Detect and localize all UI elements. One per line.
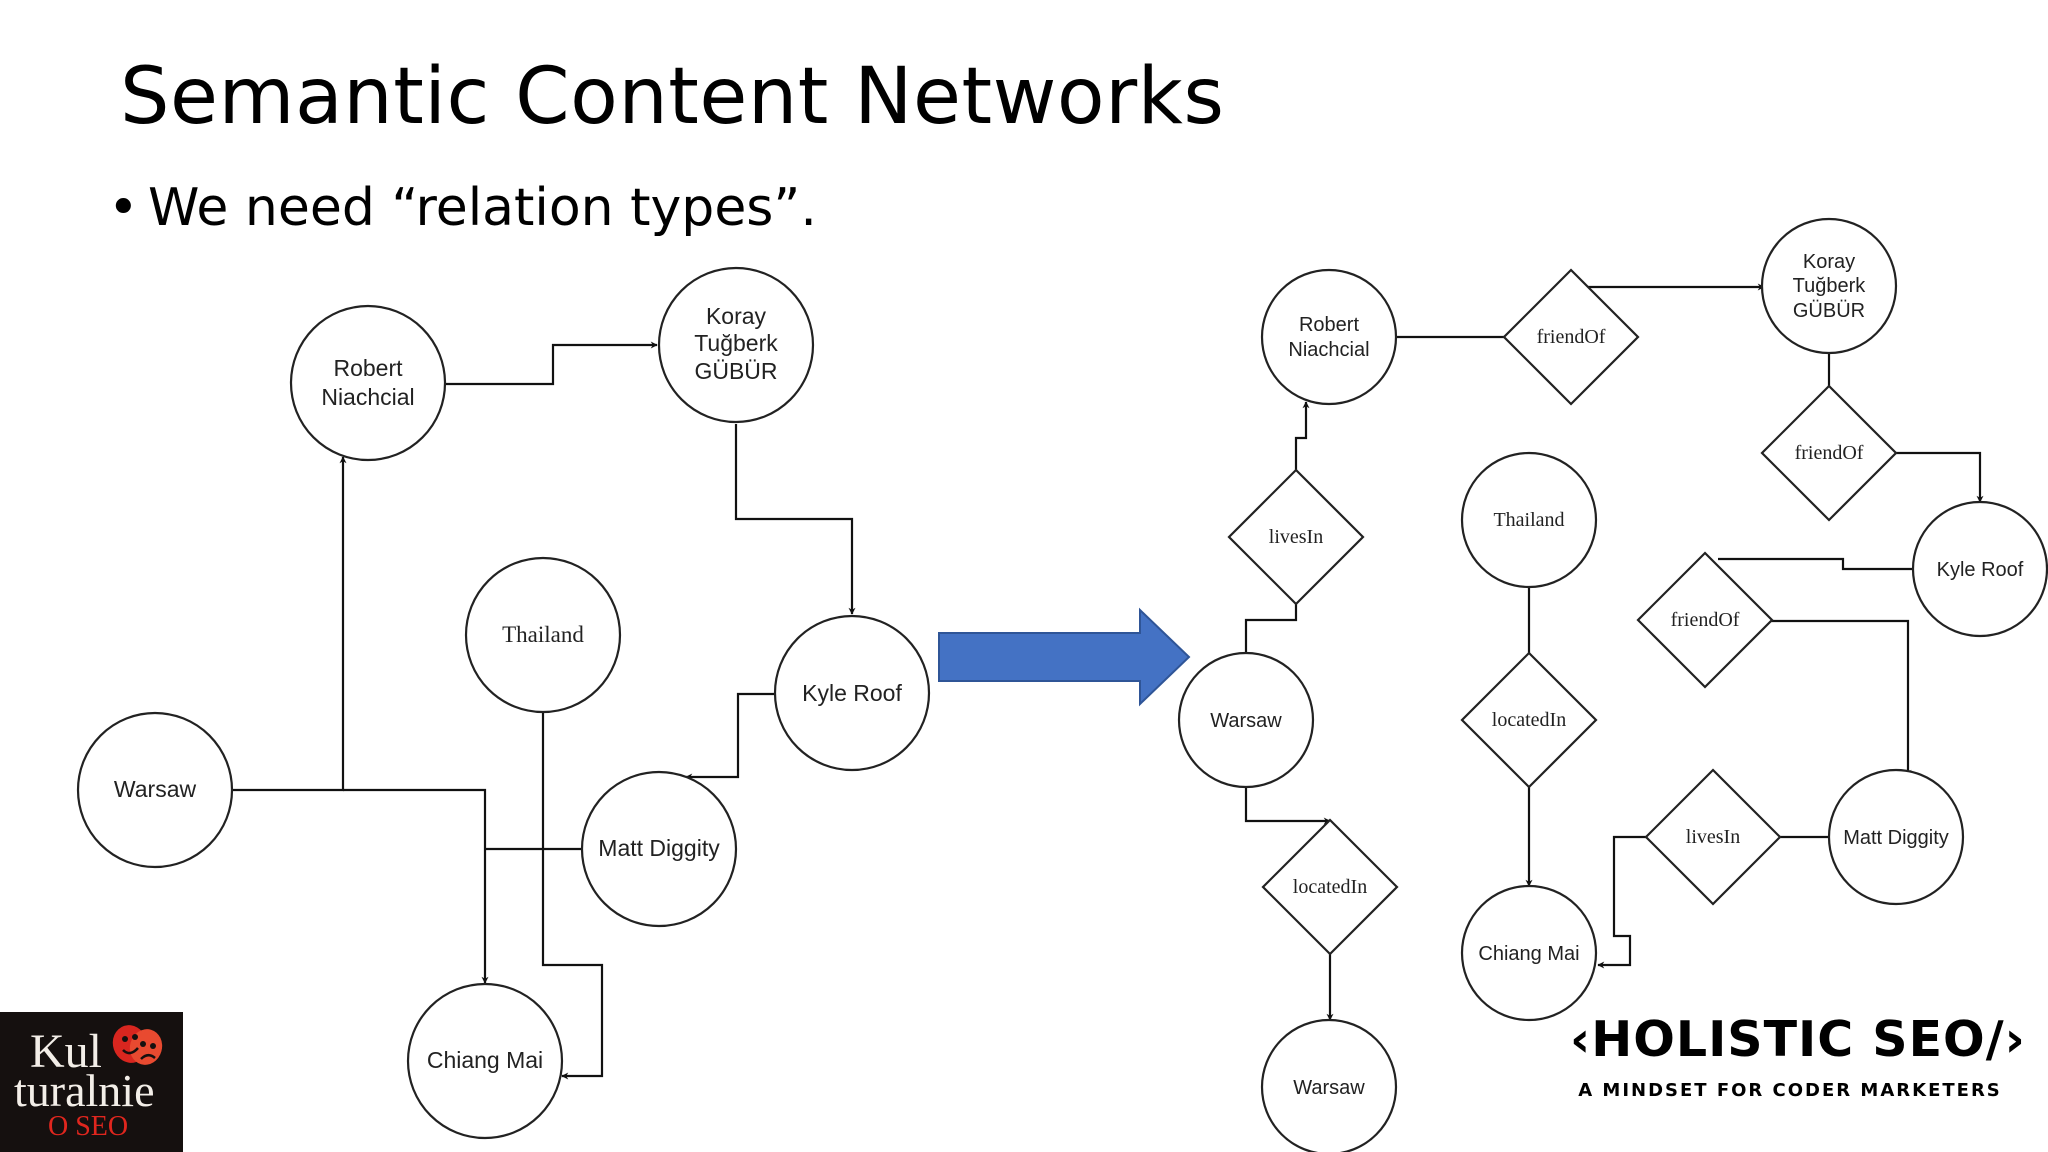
right-node-chiangmai: Chiang Mai <box>1460 884 1598 1022</box>
left-node-thailand-label: Thailand <box>502 622 584 647</box>
relation-livesin-1-label: livesIn <box>1269 526 1323 548</box>
edge-warsaw-located1 <box>1244 786 1331 825</box>
logo-left-line2: turalnie <box>14 1065 155 1116</box>
left-node-matt-label: Matt Diggity <box>598 835 720 861</box>
holistic-seo-tagline: A MINDSET FOR CODER MARKETERS <box>1578 1080 2002 1101</box>
edge-kyle-matt <box>685 692 776 781</box>
edge-lives2-chiangmai <box>1597 835 1648 969</box>
right-node-matt-label: Matt Diggity <box>1843 827 1949 849</box>
edge-friend2-kyle <box>1894 451 1984 503</box>
edge-warsaw-chiangmai <box>343 788 489 984</box>
right-node-kyle: Kyle Roof <box>1911 500 2048 638</box>
left-node-koray-line3: GÜBÜR <box>694 358 777 384</box>
relation-livesin-1: livesIn <box>1227 468 1365 606</box>
slide-title: Semantic Content Networks <box>120 52 1225 142</box>
edge-robert-koray <box>446 341 658 386</box>
kulturalnie-o-seo-logo: Kul turalnie O SEO <box>0 1012 183 1152</box>
right-node-koray-line2: Tuğberk <box>1793 275 1867 297</box>
right-node-robert-line2: Niachcial <box>1288 339 1369 361</box>
bullet-dot-icon: • <box>108 178 139 238</box>
relation-livesin-2-label: livesIn <box>1686 826 1740 848</box>
left-node-warsaw: Warsaw <box>76 711 234 869</box>
left-node-koray-line2: Tuğberk <box>694 330 778 356</box>
edge-lives1-robert <box>1294 401 1310 472</box>
left-graph-edges <box>232 341 856 1080</box>
left-node-robert-line1: Robert <box>333 355 403 381</box>
right-node-chiangmai-label: Chiang Mai <box>1478 943 1579 965</box>
transition-arrow <box>938 607 1191 707</box>
left-node-koray: Koray Tuğberk GÜBÜR <box>657 266 815 424</box>
right-graph-edges <box>1244 283 1984 1021</box>
left-node-robert-line2: Niachcial <box>321 384 414 410</box>
left-node-thailand: Thailand <box>464 556 622 714</box>
left-node-robert: Robert Niachcial <box>289 304 447 462</box>
bullet-point: •We need “relation types”. <box>108 178 817 238</box>
relation-friendof-1: friendOf <box>1502 268 1640 406</box>
right-node-robert: Robert Niachcial <box>1260 268 1398 406</box>
relation-friendof-2-label: friendOf <box>1795 442 1864 464</box>
left-node-matt: Matt Diggity <box>580 770 738 928</box>
left-node-chiangmai-label: Chiang Mai <box>427 1047 543 1073</box>
right-node-koray: Koray Tuğberk GÜBÜR <box>1760 217 1898 355</box>
right-node-warsaw-label: Warsaw <box>1210 710 1282 732</box>
relation-locatedin-2: locatedIn <box>1460 651 1598 789</box>
edge-koray-kyle <box>734 424 856 615</box>
edge-thailand-chiangmai <box>541 712 604 1080</box>
left-node-chiangmai: Chiang Mai <box>406 982 564 1140</box>
relation-friendof-3: friendOf <box>1636 551 1774 689</box>
right-node-koray-line3: GÜBÜR <box>1793 300 1865 322</box>
logo-left-line3: O SEO <box>48 1111 129 1142</box>
edge-warsaw-robert <box>232 456 347 792</box>
edge-kyle-friend3 <box>1718 557 1915 571</box>
right-node-matt: Matt Diggity <box>1827 768 1965 906</box>
left-node-kyle: Kyle Roof <box>773 614 931 772</box>
relation-friendof-1-label: friendOf <box>1537 326 1606 348</box>
edge-friend3-matt <box>1771 619 1912 777</box>
right-node-warsaw: Warsaw <box>1177 651 1315 789</box>
relation-friendof-2: friendOf <box>1760 384 1898 522</box>
holistic-seo-logo: ‹HOLISTIC SEO/› A MINDSET FOR CODER MARK… <box>1570 1010 2026 1120</box>
bullet-text: We need “relation types”. <box>148 178 817 238</box>
edge-warsaw-lives1 <box>1244 603 1298 654</box>
relation-friendof-3-label: friendOf <box>1671 609 1740 631</box>
holistic-seo-brand: ‹HOLISTIC SEO/› <box>1570 1011 2026 1068</box>
right-node-warsaw2: Warsaw <box>1260 1018 1398 1152</box>
right-node-warsaw2-label: Warsaw <box>1293 1077 1365 1099</box>
relation-locatedin-2-label: locatedIn <box>1492 709 1566 731</box>
right-node-kyle-label: Kyle Roof <box>1937 559 2024 581</box>
left-node-warsaw-label: Warsaw <box>114 776 197 802</box>
theatre-masks-icon <box>112 1025 163 1065</box>
left-node-koray-line1: Koray <box>706 303 767 329</box>
relation-locatedin-1-label: locatedIn <box>1293 876 1367 898</box>
relation-locatedin-1: locatedIn <box>1261 818 1399 956</box>
logo-left-line1: Kul <box>30 1025 102 1078</box>
right-node-robert-line1: Robert <box>1299 314 1359 336</box>
relation-livesin-2: livesIn <box>1644 768 1782 906</box>
right-node-thailand-label: Thailand <box>1493 509 1564 531</box>
right-node-thailand: Thailand <box>1460 451 1598 589</box>
left-node-kyle-label: Kyle Roof <box>802 680 902 706</box>
right-node-koray-line1: Koray <box>1803 251 1855 273</box>
